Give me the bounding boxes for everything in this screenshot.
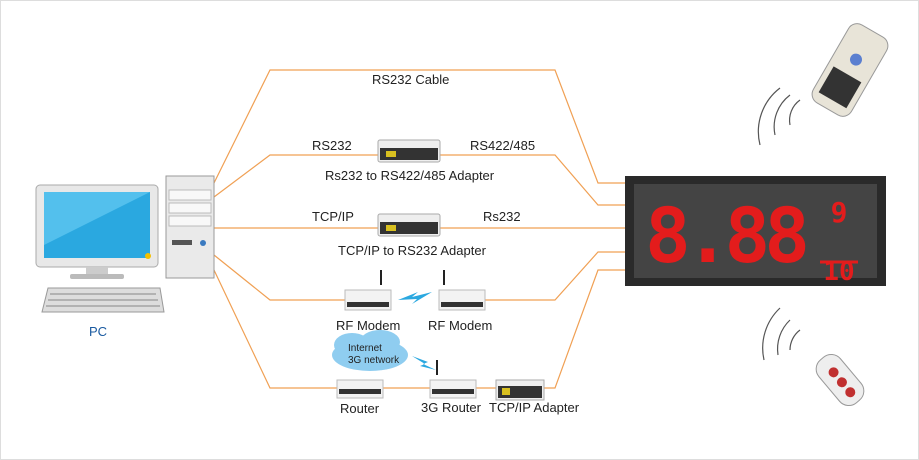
rs232-to-rs422-adapter-icon <box>377 139 441 163</box>
3g-router-icon <box>429 360 477 399</box>
tcpip-adapter-icon <box>495 379 545 401</box>
tcpip-adapter-2-label: TCP/IP Adapter <box>489 400 580 415</box>
cloud-label-2: 3G network <box>348 355 400 366</box>
line-rf-a <box>213 254 345 301</box>
line-rs422-b <box>440 154 625 206</box>
led-display <box>625 176 886 286</box>
tcpip-label: TCP/IP <box>312 209 354 224</box>
rs232-label: RS232 <box>312 138 352 153</box>
display-numerator: 9 <box>831 196 848 229</box>
handheld-remote-icon <box>811 23 889 117</box>
keyfob-remote-icon <box>815 353 865 407</box>
router-icon <box>336 379 384 399</box>
connection-lines <box>213 69 625 389</box>
remote-signal-waves-top <box>757 87 801 361</box>
rf-modem-1-icon <box>344 270 392 311</box>
rf-modem-2-label: RF Modem <box>428 318 493 333</box>
3g-signal-icon <box>412 356 436 370</box>
keyboard-icon <box>41 287 165 313</box>
cloud-label-1: Internet <box>348 343 382 354</box>
pc-tower-icon <box>145 175 215 279</box>
tcpip-to-rs232-adapter-icon <box>377 213 441 237</box>
rs422-label: RS422/485 <box>470 138 536 153</box>
pc-label: PC <box>89 324 108 339</box>
line-rs232-cable <box>213 69 625 184</box>
line-3g <box>213 269 625 389</box>
display-denominator: 10 <box>823 257 854 287</box>
rs232-right-label: Rs232 <box>483 209 521 224</box>
rs232-cable-label: RS232 Cable <box>372 72 450 87</box>
3g-router-label: 3G Router <box>421 400 481 415</box>
tcpip-adapter-label: TCP/IP to RS232 Adapter <box>338 243 486 258</box>
rf-modem-1-label: RF Modem <box>336 318 401 333</box>
display-main-value: 8.88 <box>645 191 805 280</box>
internet-cloud-icon <box>332 330 408 371</box>
line-rs422 <box>213 154 378 198</box>
rs232-adapter-label: Rs232 to RS422/485 Adapter <box>325 168 495 183</box>
rf-modem-2-icon <box>438 270 486 311</box>
pc-monitor-icon <box>35 184 159 279</box>
line-rf-b <box>485 251 625 301</box>
router-label: Router <box>340 401 380 416</box>
wireless-signal-icon <box>398 292 432 304</box>
